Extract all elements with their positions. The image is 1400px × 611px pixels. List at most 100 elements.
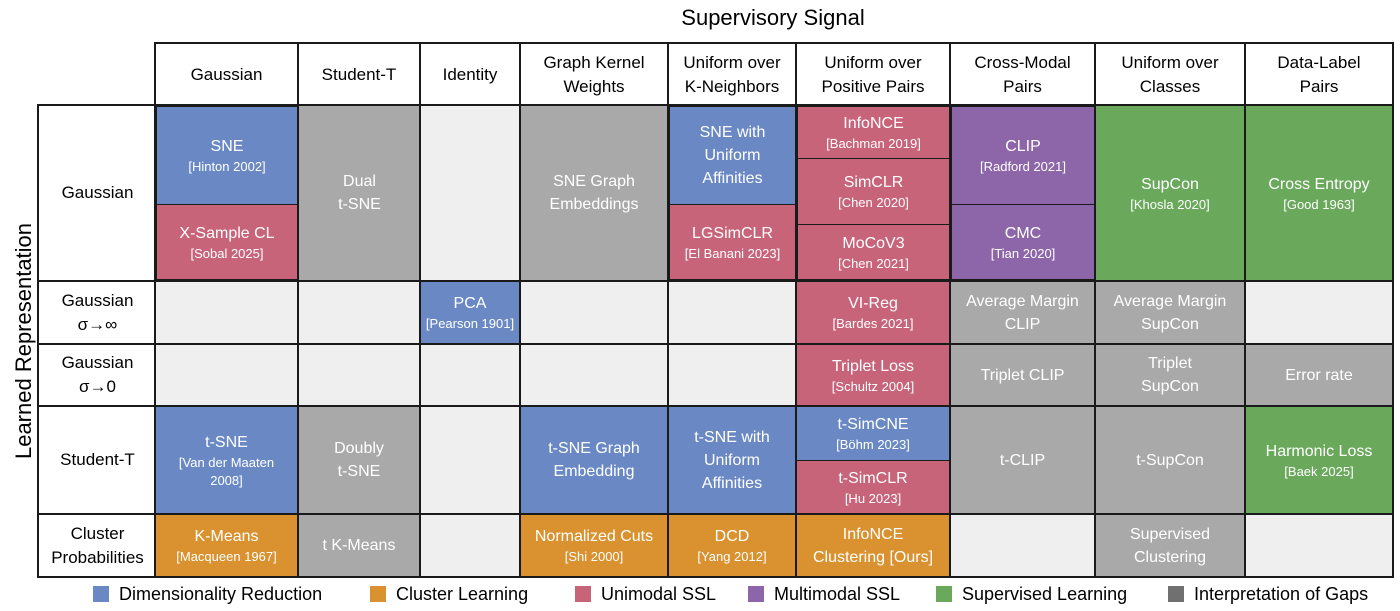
column-divider <box>1094 104 1096 578</box>
cell-infonce-clustering: InfoNCE Clustering [Ours] <box>796 514 950 577</box>
cell-empty <box>156 282 297 343</box>
col-header-student-t: Student-T <box>299 44 419 105</box>
row-header-gaussian-inf: Gaussian σ→∞ <box>39 282 156 343</box>
legend-label: Unimodal SSL <box>601 584 717 604</box>
cell-lgsimclr: LGSimCLR [El Banani 2023] <box>669 204 796 280</box>
header-divider <box>667 42 669 105</box>
cell-supervised-clustering: Supervised Clustering <box>1096 515 1244 576</box>
cell-average-margin-clip: Average Margin CLIP <box>951 282 1094 343</box>
cell-citation: [Macqueen 1967] <box>176 549 277 564</box>
legend-swatch <box>1168 586 1184 602</box>
cell-title: t-CLIP <box>999 451 1046 469</box>
cell-title: Triplet Loss <box>831 357 915 375</box>
cell-harmonic-loss: Harmonic Loss [Baek 2025] <box>1246 407 1392 513</box>
cell-citation: [Shi 2000] <box>564 549 624 564</box>
row-header-cluster-probabilities: Cluster Probabilities <box>39 515 156 576</box>
cell-empty <box>421 345 519 405</box>
legend-multimodal-ssl: Multimodal SSL <box>748 583 900 605</box>
learned-representation-title: Learned Representation <box>11 222 36 460</box>
cell-title: SNE Graph Embeddings <box>549 173 639 213</box>
cell-title: SNE <box>210 138 244 155</box>
cell-title: t-SupCon <box>1136 451 1204 469</box>
cell-citation: [Van der Maaten 2008] <box>178 454 275 488</box>
col-header-cross-modal: Cross-Modal Pairs <box>951 44 1094 105</box>
cell-title: t-SNE with Uniform Affinities <box>694 428 770 492</box>
column-divider <box>297 104 299 578</box>
column-divider <box>795 104 797 578</box>
cell-title: Normalized Cuts <box>534 528 654 545</box>
cell-empty <box>421 106 519 280</box>
legend-interpretation-of-gaps: Interpretation of Gaps <box>1168 583 1368 605</box>
cell-tsne-graph-embedding: t-SNE Graph Embedding <box>520 406 668 514</box>
cell-title: t K-Means <box>322 537 396 554</box>
cell-tsne: t-SNE [Van der Maaten 2008] <box>155 406 298 514</box>
column-divider <box>519 104 521 578</box>
cell-citation: [Pearson 1901] <box>425 316 515 331</box>
cell-sne: SNE [Hinton 2002] <box>156 106 298 205</box>
cell-title: Average Margin SupCon <box>1113 292 1227 333</box>
cell-citation: [Yang 2012] <box>697 549 767 564</box>
cell-citation: [Khosla 2020] <box>1130 196 1210 212</box>
cell-sne-graph-embeddings: SNE Graph Embeddings <box>521 106 667 280</box>
cell-simclr: SimCLR [Chen 2020] <box>797 158 950 225</box>
cell-empty <box>669 345 795 405</box>
cell-citation: [Bardes 2021] <box>832 316 914 331</box>
cell-title: Average Margin CLIP <box>966 292 1079 333</box>
legend-swatch <box>748 586 764 602</box>
cell-empty <box>521 282 667 343</box>
cell-t-k-means: t K-Means <box>299 515 419 576</box>
supervisory-signal-title: Supervisory Signal <box>681 5 865 30</box>
cell-triplet-supcon: Triplet SupCon <box>1096 345 1244 405</box>
legend-swatch <box>936 586 952 602</box>
cell-t-supcon: t-SupCon <box>1096 407 1244 513</box>
cell-subtitle: Clustering [Ours] <box>812 548 934 566</box>
cell-citation: [Baek 2025] <box>1284 463 1354 479</box>
cell-title: PCA <box>453 295 487 312</box>
cell-error-rate: Error rate <box>1246 345 1392 405</box>
legend-dimensionality-reduction: Dimensionality Reduction <box>93 583 322 605</box>
col-header-identity: Identity <box>421 44 519 105</box>
cell-title: SupCon <box>1141 175 1199 193</box>
cell-title: Doubly t-SNE <box>334 440 384 480</box>
cell-clip: CLIP [Radford 2021] <box>951 106 1095 205</box>
cell-citation: [Schultz 2004] <box>831 378 915 394</box>
header-divider <box>419 42 421 105</box>
cell-empty <box>421 515 519 576</box>
cell-pca: PCA [Pearson 1901] <box>420 281 520 344</box>
header-divider <box>949 42 951 105</box>
cell-title: Triplet SupCon <box>1141 355 1199 395</box>
legend-cluster-learning: Cluster Learning <box>370 583 528 605</box>
cell-title: CLIP <box>1005 138 1041 155</box>
cell-title: VI-Reg <box>848 295 898 312</box>
cell-title: Harmonic Loss <box>1265 442 1373 460</box>
cell-doubly-tsne: Doubly t-SNE <box>299 407 419 513</box>
cell-empty <box>521 345 667 405</box>
cell-normalized-cuts: Normalized Cuts [Shi 2000] <box>520 514 668 577</box>
cell-cmc: CMC [Tian 2020] <box>951 204 1095 280</box>
legend-label: Multimodal SSL <box>774 584 901 604</box>
cell-title: K-Means <box>194 528 259 545</box>
header-divider <box>1094 42 1096 105</box>
cell-title: t-SimCLR <box>838 469 908 487</box>
cell-average-margin-supcon: Average Margin SupCon <box>1096 282 1244 343</box>
cell-citation: [Good 1963] <box>1283 196 1355 212</box>
cell-citation: [Hinton 2002] <box>188 159 266 174</box>
cell-infonce: InfoNCE [Bachman 2019] <box>797 106 950 159</box>
cell-tsne-uniform-affinities: t-SNE with Uniform Affinities <box>668 406 796 514</box>
cell-empty <box>669 282 795 343</box>
cell-mocov3: MoCoV3 [Chen 2021] <box>797 224 950 280</box>
cell-t-clip: t-CLIP <box>951 407 1094 513</box>
cell-t-simcne: t-SimCNE [Böhm 2023] <box>796 406 950 461</box>
cell-title: SimCLR <box>843 174 904 191</box>
cell-t-simclr: t-SimCLR [Hu 2023] <box>796 460 950 514</box>
cell-title: InfoNCE <box>842 525 904 543</box>
cell-dcd: DCD [Yang 2012] <box>668 514 796 577</box>
col-header-uniform-kneighbors: Uniform over K-Neighbors <box>669 44 795 105</box>
legend-swatch <box>93 586 109 602</box>
cell-title: t-SNE Graph Embedding <box>548 440 640 480</box>
cell-empty <box>1246 515 1392 576</box>
cell-title: Triplet CLIP <box>980 366 1065 384</box>
cell-title: t-SNE <box>205 433 248 451</box>
cell-title: X-Sample CL <box>179 224 275 242</box>
header-divider <box>795 42 797 105</box>
